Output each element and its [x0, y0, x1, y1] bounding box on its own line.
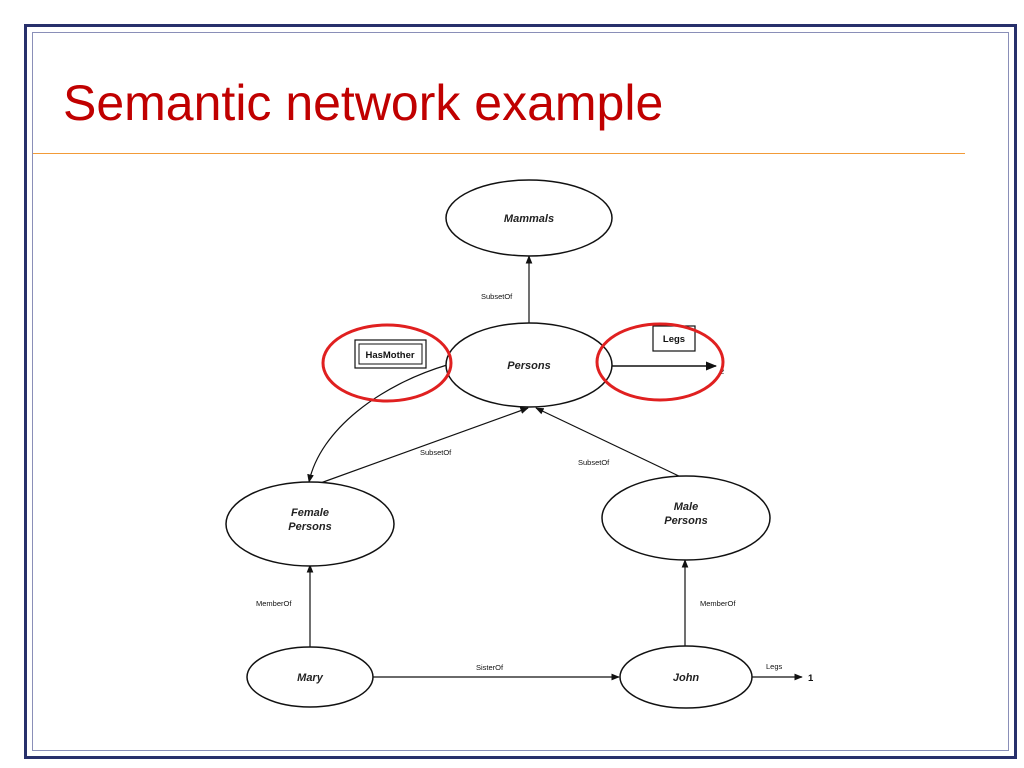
box-legs: Legs [652, 325, 696, 352]
edge-label-male-subsetof: SubsetOf [578, 458, 610, 467]
slide-inner-border [32, 32, 1009, 751]
title-divider [33, 153, 965, 154]
john-legs-value: 1 [808, 673, 814, 684]
slide-title: Semantic network example [63, 75, 664, 131]
node-mary [246, 646, 374, 708]
edge-label-john-memberof: MemberOf [700, 599, 736, 608]
node-label-john: John [673, 672, 700, 684]
node-label-female-persons: Persons [288, 521, 331, 533]
node-male-persons [601, 475, 771, 561]
node-label-persons: Persons [507, 360, 550, 372]
node-label-male: Male [674, 501, 698, 513]
node-label-female: Female [291, 507, 329, 519]
edge-hasmother-curve [307, 364, 448, 483]
edge-label-mary-memberof: MemberOf [256, 599, 292, 608]
edge-label-sisterof: SisterOf [476, 663, 504, 672]
highlight-circle-legs [595, 322, 725, 402]
edge-male-to-persons [535, 407, 684, 479]
node-label-mary: Mary [297, 672, 324, 684]
edge-label-female-subsetof: SubsetOf [420, 448, 452, 457]
node-john [619, 645, 753, 709]
highlight-circle-hasmother [321, 323, 453, 403]
node-label-male-persons: Persons [664, 515, 707, 527]
edge-label-persons-subsetof: SubsetOf [481, 292, 513, 301]
edge-label-john-legs: Legs [766, 662, 783, 671]
node-persons [445, 322, 613, 408]
node-female-persons [225, 481, 395, 567]
node-label-mammals: Mammals [504, 213, 554, 225]
box-hasmother: HasMother [354, 339, 427, 369]
box-label-legs: Legs [663, 334, 685, 345]
box-label-hasmother: HasMother [365, 350, 414, 361]
node-mammals [445, 179, 613, 257]
edge-female-to-persons [314, 407, 529, 486]
